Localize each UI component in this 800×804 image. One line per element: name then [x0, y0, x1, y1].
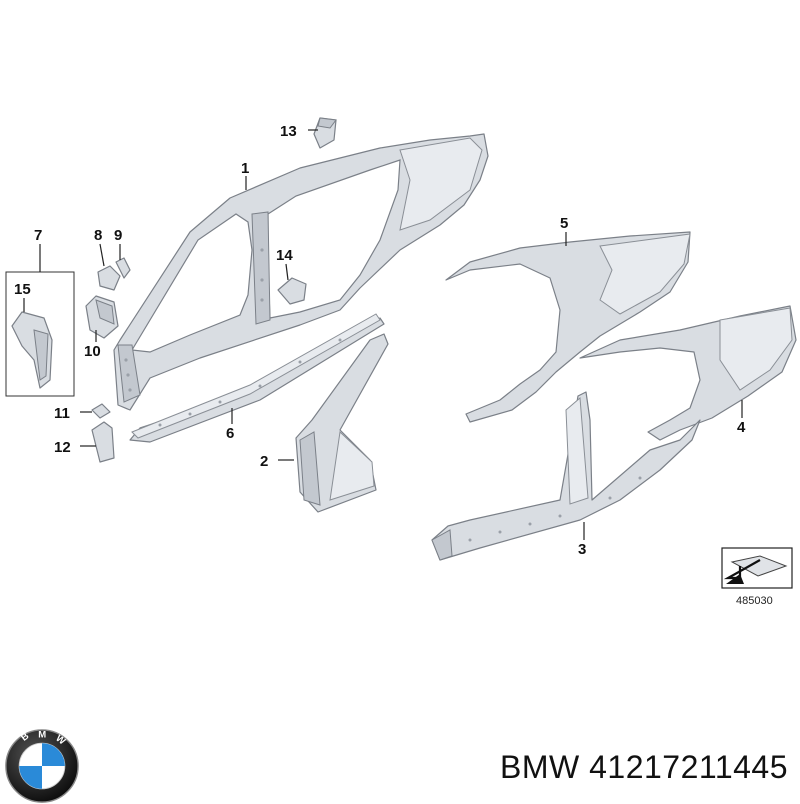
footer-part-number: 41217211445: [589, 749, 788, 785]
part-4-inner-quarter: [579, 305, 797, 441]
callout-5: 5: [560, 215, 568, 232]
part-9-bracket: [115, 257, 131, 279]
part-12-bracket: [91, 421, 115, 463]
callout-2: 2: [260, 453, 268, 470]
part-11-bracket: [91, 403, 111, 419]
part-3-inner-side: [431, 391, 701, 561]
part-8-bracket: [97, 265, 121, 291]
callout-14: 14: [276, 247, 293, 264]
callout-4: 4: [737, 419, 746, 436]
svg-text:M: M: [38, 730, 46, 741]
arrow-icon: [723, 559, 761, 580]
callout-11: 11: [54, 405, 70, 422]
callouts: 13 1 5 7 8 9 14 15 10 11 12 6 2 4 3: [14, 123, 746, 558]
callout-1: 1: [241, 160, 249, 177]
footer-part-label: BMW 41217211445: [500, 749, 788, 786]
leader-lines: [23, 129, 743, 540]
callout-9: 9: [114, 227, 122, 244]
callout-8: 8: [94, 227, 102, 244]
callout-3: 3: [578, 541, 586, 558]
bmw-roundel-icon: B M W: [5, 729, 79, 803]
callout-6: 6: [226, 425, 234, 442]
part-14-bracket: [277, 277, 307, 305]
part-2-pillar-section: [295, 333, 389, 513]
part-1-side-frame: [113, 133, 489, 411]
part-5-quarter-panel: [445, 231, 691, 423]
callout-12: 12: [54, 439, 71, 456]
part-13-bracket: [313, 117, 337, 149]
callout-7: 7: [34, 227, 42, 244]
reference-box: 485030: [721, 547, 793, 607]
callout-13: 13: [280, 123, 297, 140]
callout-10: 10: [84, 343, 101, 360]
callout-15: 15: [14, 281, 31, 298]
footer-brand: BMW: [500, 749, 580, 785]
part-10-bracket: [85, 295, 119, 339]
part-6-rocker: [129, 313, 385, 443]
reference-code: 485030: [736, 595, 773, 607]
part-15-bracket: [11, 311, 53, 389]
